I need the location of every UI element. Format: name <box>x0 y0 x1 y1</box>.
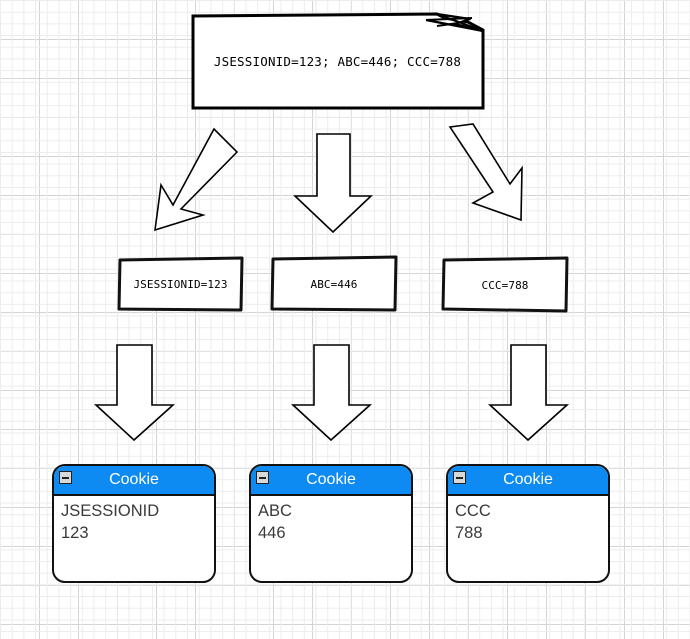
collapse-icon[interactable] <box>256 471 269 484</box>
cookie-card-title: Cookie <box>306 470 356 488</box>
cookie-card-jsessionid[interactable]: Cookie JSESSIONID 123 <box>52 464 216 583</box>
cookie-name: ABC <box>258 502 292 520</box>
cookie-card-body: CCC 788 <box>448 496 608 545</box>
cookie-card-body: ABC 446 <box>251 496 411 545</box>
cookie-value: 446 <box>258 523 286 542</box>
collapse-icon[interactable] <box>453 471 466 484</box>
pair-box-1-label: JSESSIONID=123 <box>133 278 228 291</box>
cookie-card-ccc[interactable]: Cookie CCC 788 <box>446 464 610 583</box>
collapse-icon[interactable] <box>59 471 72 484</box>
arrow-down-right-icon <box>448 123 523 222</box>
pair-box-3-label: CCC=788 <box>481 279 529 292</box>
cookie-name: JSESSIONID <box>61 502 160 520</box>
cookie-card-title: Cookie <box>503 470 553 488</box>
arrow-down-icon-bottom-1 <box>93 344 176 442</box>
cookie-card-header: Cookie <box>54 466 214 496</box>
cookie-card-header: Cookie <box>448 466 608 496</box>
arrow-down-icon-bottom-2 <box>290 344 373 442</box>
cookie-value: 123 <box>61 523 89 542</box>
cookie-card-title: Cookie <box>109 470 159 488</box>
cookie-card-header: Cookie <box>251 466 411 496</box>
cookie-value: 788 <box>455 523 483 542</box>
arrow-down-left-icon <box>154 127 239 232</box>
arrow-down-icon-top-middle <box>292 133 374 234</box>
cookie-card-abc[interactable]: Cookie ABC 446 <box>249 464 413 583</box>
pair-box-2-label: ABC=446 <box>310 278 358 291</box>
cookie-card-body: JSESSIONID 123 <box>54 496 214 545</box>
cookie-name: CCC <box>455 502 491 520</box>
source-document-text: JSESSIONID=123; ABC=446; CCC=788 <box>213 54 462 69</box>
arrow-down-icon-bottom-3 <box>487 344 570 442</box>
